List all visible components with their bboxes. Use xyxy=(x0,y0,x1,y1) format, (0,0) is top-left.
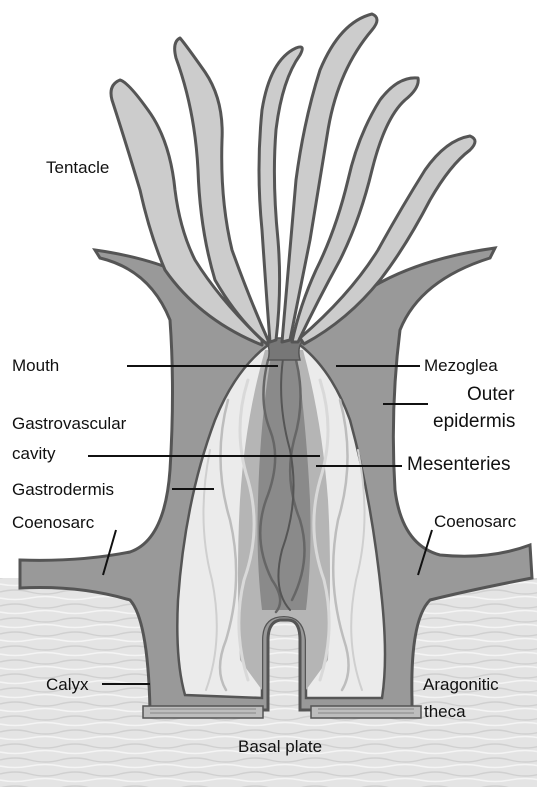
label-tentacle: Tentacle xyxy=(46,158,109,178)
label-coenosarc-right: Coenosarc xyxy=(434,512,516,532)
label-mezoglea: Mezoglea xyxy=(424,356,498,376)
label-aragonitic-line2: theca xyxy=(424,702,466,722)
basal-plate-right xyxy=(311,706,421,718)
label-outer-epidermis-line1: Outer xyxy=(467,384,515,406)
label-basal-plate: Basal plate xyxy=(238,737,322,757)
label-coenosarc-left: Coenosarc xyxy=(12,513,94,533)
label-gastrovascular-line2: cavity xyxy=(12,444,55,464)
label-gastrovascular-line1: Gastrovascular xyxy=(12,414,126,434)
label-gastrodermis: Gastrodermis xyxy=(12,480,114,500)
label-mouth: Mouth xyxy=(12,356,59,376)
label-aragonitic-line1: Aragonitic xyxy=(423,675,499,695)
label-mesenteries: Mesenteries xyxy=(407,454,511,476)
label-calyx: Calyx xyxy=(46,675,89,695)
label-outer-epidermis-line2: epidermis xyxy=(433,411,515,433)
basal-plate-left xyxy=(143,706,263,718)
